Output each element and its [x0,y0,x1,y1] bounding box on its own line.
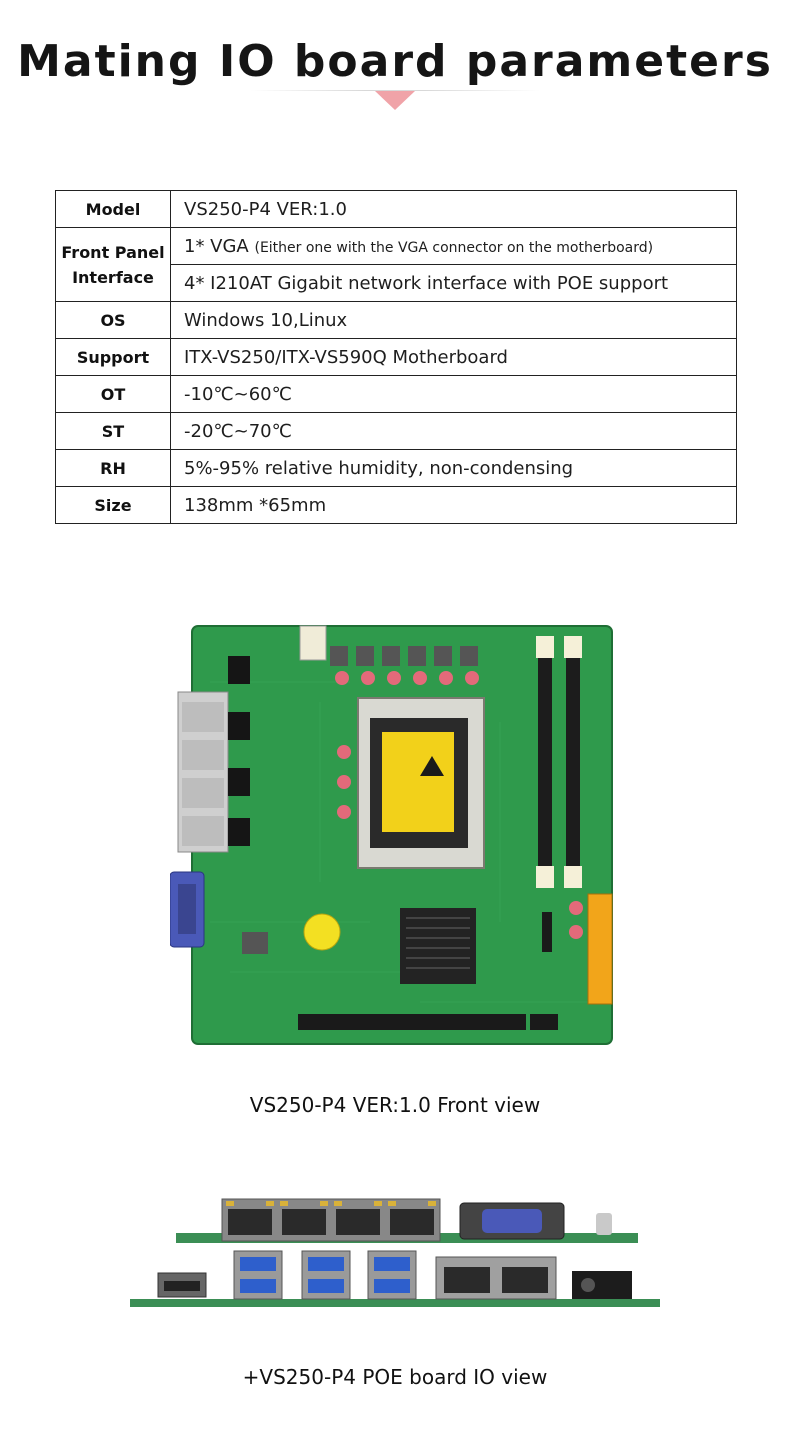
spec-value: -20℃~70℃ [170,412,737,450]
spec-value: 138mm *65mm [170,486,737,524]
spec-value: 1* VGA (Either one with the VGA connecto… [170,227,737,265]
spec-key: OS [55,301,171,339]
spec-table: Model VS250-P4 VER:1.0 Front Panel Inter… [55,190,737,524]
title-underline [250,90,540,91]
table-row: Support ITX-VS250/ITX-VS590Q Motherboard [55,338,737,376]
spec-value: ITX-VS250/ITX-VS590Q Motherboard [170,338,737,376]
spec-key: OT [55,375,171,413]
motherboard-front-image [169,622,615,1048]
spec-value: Windows 10,Linux [170,301,737,339]
front-view-caption: VS250-P4 VER:1.0 Front view [249,1093,541,1117]
spec-value: -10℃~60℃ [170,375,737,413]
table-row: RH 5%-95% relative humidity, non-condens… [55,449,737,487]
spec-key: ST [55,412,171,450]
spec-value: 5%-95% relative humidity, non-condensing [170,449,737,487]
spec-key: RH [55,449,171,487]
table-row: OS Windows 10,Linux [55,301,737,339]
table-row: Size 138mm *65mm [55,486,737,524]
spec-value-note: (Either one with the VGA connector on th… [254,239,654,256]
table-row: Front Panel Interface 1* VGA (Either one… [55,227,737,302]
table-row: OT -10℃~60℃ [55,375,737,413]
spec-value-main: 1* VGA [184,235,249,257]
spec-key: Front Panel Interface [55,227,171,302]
table-row: ST -20℃~70℃ [55,412,737,450]
io-view-image [130,1195,665,1310]
motherboard-illustration [169,625,613,1045]
table-row: 4* I210AT Gigabit network interface with… [56,264,737,302]
spec-key: Support [55,338,171,376]
spec-value: 4* I210AT Gigabit network interface with… [170,264,737,302]
page-title: Mating IO board parameters [17,36,773,87]
title-arrow-icon [375,91,415,110]
spec-value: VS250-P4 VER:1.0 [170,190,737,228]
io-view-caption: +VS250-P4 POE board IO view [242,1365,548,1389]
spec-key: Size [55,486,171,524]
table-row: Model VS250-P4 VER:1.0 [55,190,737,228]
io-illustration [130,1198,660,1307]
spec-key-text: Front Panel Interface [61,242,165,287]
spec-key: Model [55,190,171,228]
